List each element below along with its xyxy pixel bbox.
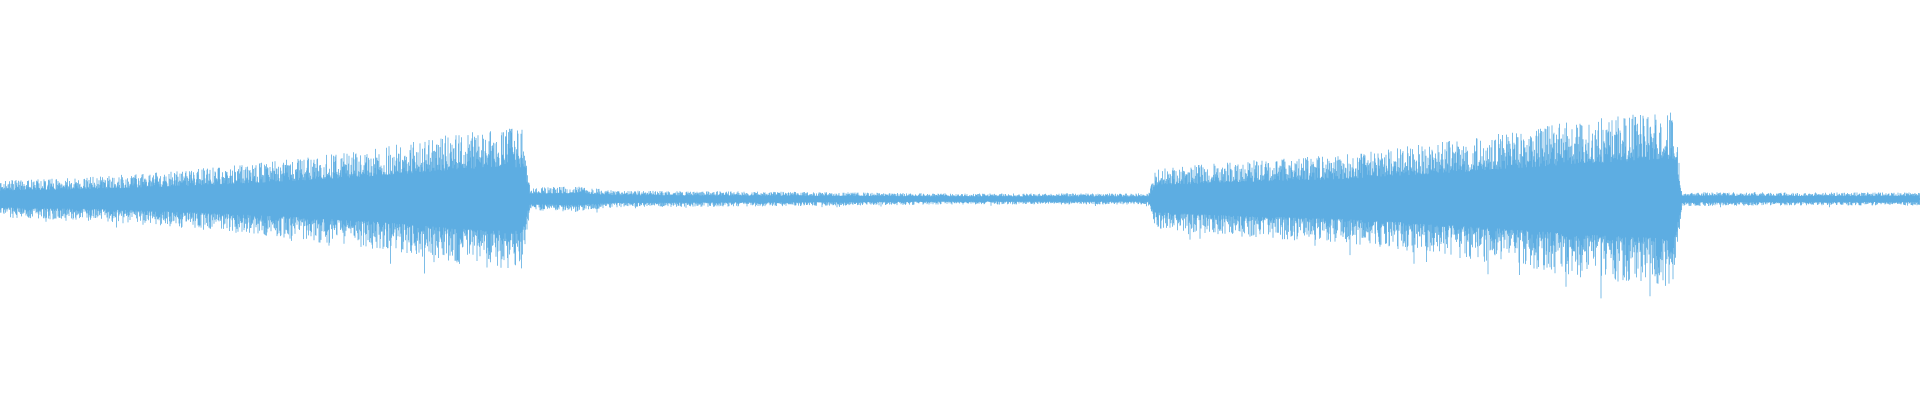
audio-waveform [0, 112, 1920, 299]
